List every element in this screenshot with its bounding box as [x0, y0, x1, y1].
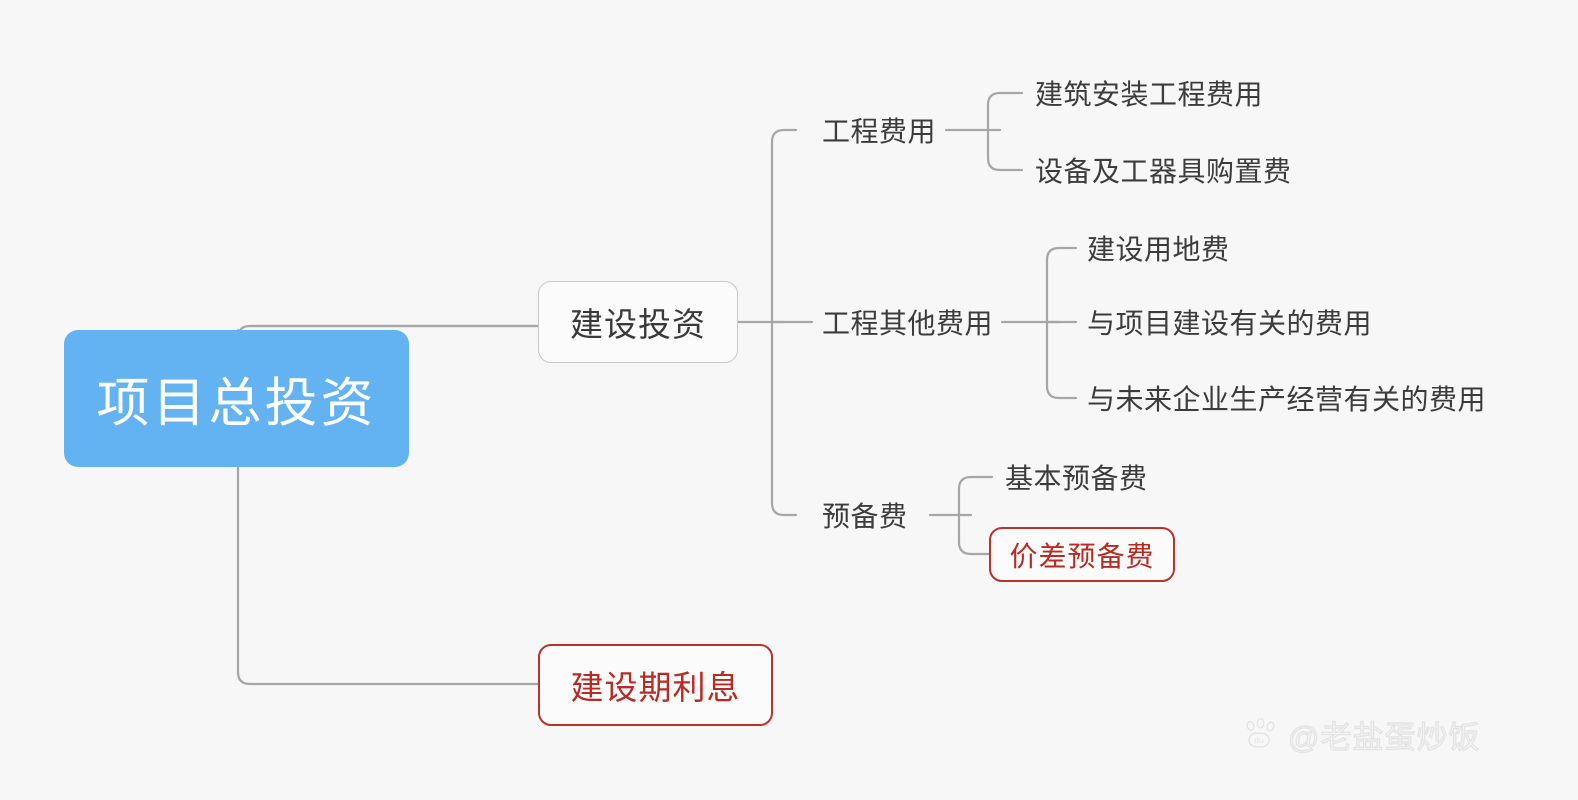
edge-gongchengfeiyong-subtrunk: [986, 91, 1024, 172]
node-basic-contingency[interactable]: 基本预备费: [1005, 455, 1148, 499]
node-interest-during-construction[interactable]: 建设期利息: [538, 644, 773, 726]
node-basic-contingency-label: 基本预备费: [1005, 463, 1148, 494]
watermark-handle: @老盐蛋炒饭: [1287, 719, 1481, 755]
edge-yubeifei-subtrunk: [957, 475, 994, 556]
node-contingency-cost[interactable]: 预备费: [822, 493, 908, 537]
node-price-contingency[interactable]: 价差预备费: [989, 527, 1175, 582]
node-engineering-cost-label: 工程费用: [822, 116, 937, 147]
node-future-operation-related-cost-label: 与未来企业生产经营有关的费用: [1087, 384, 1487, 415]
edge-level3-trunk: [770, 128, 798, 517]
node-root-label: 项目总投资: [96, 373, 377, 433]
node-root-total-investment[interactable]: 项目总投资: [64, 330, 409, 467]
node-price-contingency-label: 价差预备费: [1009, 540, 1155, 572]
edge-gongchengqita-subtrunk: [1045, 246, 1078, 400]
watermark: du @老盐蛋炒饭: [1243, 712, 1480, 757]
node-project-related-cost[interactable]: 与项目建设有关的费用: [1087, 300, 1372, 344]
node-project-related-cost-label: 与项目建设有关的费用: [1087, 308, 1373, 339]
node-construction-investment[interactable]: 建设投资: [538, 281, 738, 363]
node-interest-during-construction-label: 建设期利息: [570, 669, 741, 706]
baidu-paw-icon: du: [1246, 717, 1275, 748]
node-contingency-cost-label: 预备费: [822, 501, 908, 532]
node-land-use-cost-label: 建设用地费: [1087, 234, 1230, 265]
node-other-engineering-cost[interactable]: 工程其他费用: [822, 300, 993, 344]
edge-root-to-jianshequlixi: [236, 465, 540, 686]
svg-text:du: du: [1254, 735, 1264, 745]
node-building-installation-cost[interactable]: 建筑安装工程费用: [1035, 71, 1263, 115]
node-future-operation-related-cost[interactable]: 与未来企业生产经营有关的费用: [1087, 376, 1486, 420]
node-equipment-purchase-cost[interactable]: 设备及工器具购置费: [1035, 148, 1292, 192]
node-equipment-purchase-cost-label: 设备及工器具购置费: [1035, 156, 1292, 187]
node-other-engineering-cost-label: 工程其他费用: [822, 308, 994, 339]
node-construction-investment-label: 建设投资: [570, 306, 706, 343]
node-land-use-cost[interactable]: 建设用地费: [1087, 226, 1230, 270]
node-building-installation-cost-label: 建筑安装工程费用: [1035, 79, 1264, 110]
node-engineering-cost[interactable]: 工程费用: [822, 108, 936, 152]
